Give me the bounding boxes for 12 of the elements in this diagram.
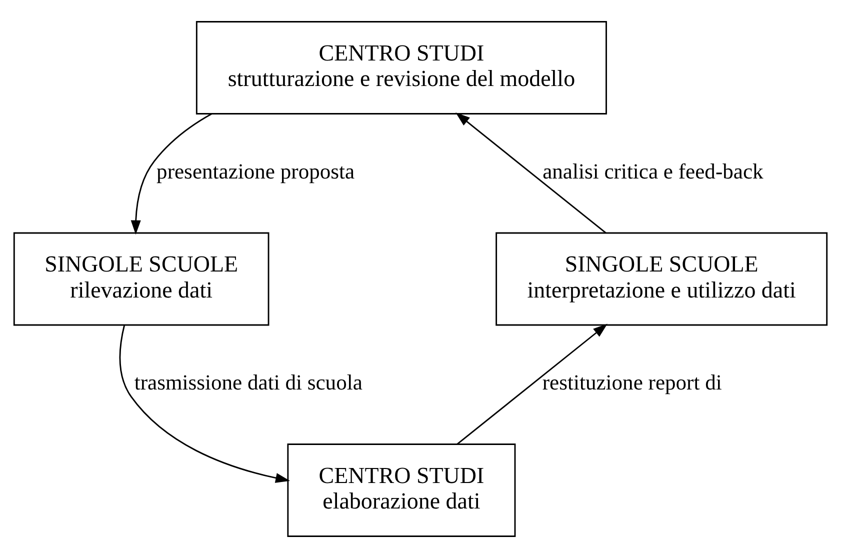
node-box: CENTRO STUDI strutturazione e revisione del modello — [196, 20, 607, 114]
edge-label: restituzione report di — [542, 370, 722, 394]
node-box: SINGOLE SCUOLE interpretazione e utilizzo dati — [496, 232, 828, 326]
arrow — [130, 112, 212, 234]
arrow — [456, 112, 606, 233]
edge-label: trasmissione dati di scuola — [134, 370, 362, 394]
edge-label: presentazione proposta — [156, 158, 355, 183]
arrow — [456, 323, 608, 444]
node-box: SINGOLE SCUOLE rilevazione dati — [13, 232, 270, 326]
edge-label: analisi critica e feed-back — [542, 158, 764, 183]
arrow — [119, 324, 290, 482]
node-box: CENTRO STUDI elaborazione dati — [287, 443, 516, 536]
